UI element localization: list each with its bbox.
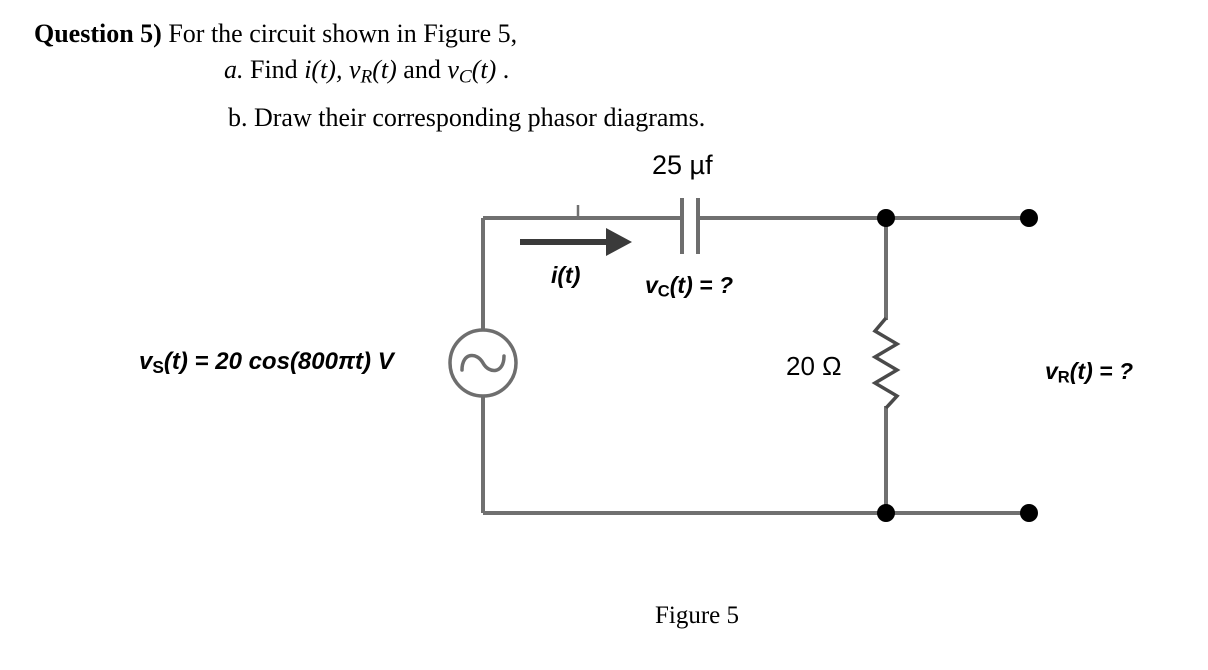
question-part-b: b. Draw their corresponding phasor diagr…: [228, 103, 706, 132]
resistor-value-label: 20 Ω: [786, 351, 842, 381]
vc-tail: (t) = ?: [669, 272, 733, 298]
part-a-period: .: [496, 55, 510, 84]
vs-tail: (t) = 20 cos(800πt) V: [163, 348, 394, 375]
part-a-vc-subscript: C: [458, 66, 472, 88]
capacitor-value-label: 25 µf: [652, 150, 713, 180]
vc-base: v: [645, 272, 658, 298]
question-intro-text: For the circuit shown in Figure 5,: [161, 19, 518, 48]
question-line-intro: Question 5) For the circuit shown in Fig…: [34, 19, 518, 49]
figure-caption: Figure 5: [655, 602, 740, 629]
question-part-a: a. Find i(t), vR(t) and vC(t) .: [224, 55, 510, 88]
vr-base: v: [1045, 358, 1058, 384]
capacitor-voltage-label: vC(t) = ?: [645, 272, 733, 302]
terminal-dot-top-right: [1020, 209, 1038, 227]
part-a-find-text: Find: [243, 55, 305, 84]
part-a-marker: a.: [224, 55, 244, 84]
capacitor-symbol: [680, 198, 700, 254]
terminal-dot-bottom-right: [1020, 504, 1038, 522]
question-number: Question 5): [34, 19, 162, 48]
vr-subscript: R: [1057, 367, 1070, 387]
part-a-conjunction: and: [396, 55, 448, 84]
part-a-vc-base: v: [447, 55, 459, 84]
current-label-text: i(t): [551, 262, 581, 288]
current-arrow-head: [606, 228, 632, 256]
source-sine-glyph: [460, 353, 506, 373]
part-a-current-symbol: i(t),: [304, 55, 343, 84]
vs-subscript: S: [152, 356, 164, 377]
source-voltage-label: vS(t) = 20 cos(800πt) V: [139, 348, 394, 378]
part-a-vr-base: v: [348, 55, 361, 84]
resistor-voltage-label: vR(t) = ?: [1045, 358, 1133, 388]
circuit-wires: [481, 216, 1029, 515]
part-a-vr-tail: (t): [372, 55, 397, 84]
vr-tail: (t) = ?: [1069, 358, 1133, 384]
node-dot-top-left: [877, 209, 895, 227]
ac-voltage-source-symbol: [448, 328, 518, 398]
resistor-symbol: [871, 316, 901, 410]
node-dot-bottom-left: [877, 504, 895, 522]
vs-base: v: [139, 348, 153, 375]
current-label: i(t): [551, 262, 580, 289]
source-circle: [448, 328, 518, 398]
vc-subscript: C: [657, 281, 670, 301]
part-a-vc-tail: (t): [471, 55, 497, 84]
part-a-vr-subscript: R: [360, 66, 373, 88]
current-arrow: [520, 228, 632, 256]
